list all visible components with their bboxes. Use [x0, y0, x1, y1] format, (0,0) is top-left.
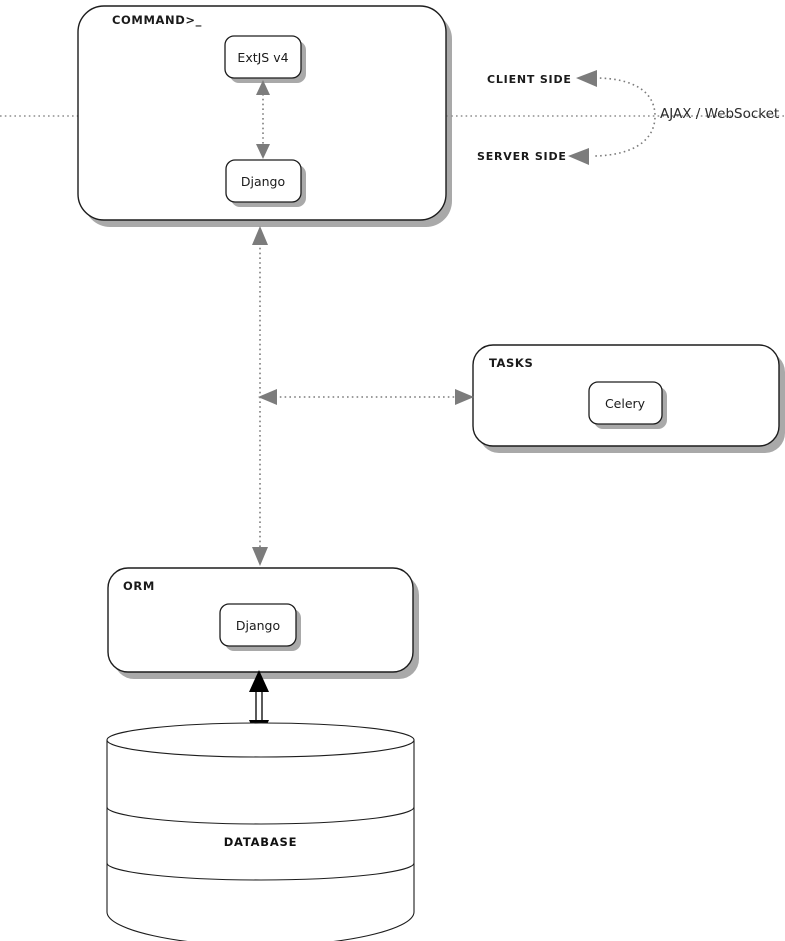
command-container-label: COMMAND>_ — [112, 13, 202, 28]
connector-ajax-websocket — [568, 70, 656, 165]
command-container[interactable]: COMMAND>_ — [77, 5, 452, 227]
node-extjs[interactable]: ExtJS v4 — [224, 35, 306, 83]
arrowhead-down-orm — [252, 547, 268, 566]
arrowhead-down-django — [256, 144, 270, 159]
arrowhead-client-side — [576, 70, 597, 87]
node-celery-label: Celery — [605, 396, 646, 411]
node-django-web-body — [225, 159, 302, 203]
database-cylinder-body — [106, 739, 415, 941]
command-container-body — [77, 5, 447, 221]
database-cylinder[interactable]: DATABASE — [106, 722, 415, 941]
database-label: DATABASE — [224, 835, 298, 849]
arrowhead-left-bus — [258, 389, 277, 405]
node-celery[interactable]: Celery — [588, 381, 667, 429]
database-band-divider-2 — [106, 862, 415, 881]
arrowhead-up-command — [252, 226, 268, 245]
connector-extjs-django — [256, 80, 270, 159]
node-celery-body — [588, 381, 663, 425]
node-django-orm-body — [219, 603, 297, 647]
node-extjs-body — [224, 35, 302, 79]
arrowhead-right-tasks — [455, 389, 474, 405]
client-side-label: CLIENT SIDE — [487, 73, 572, 86]
tasks-container-label: TASKS — [489, 356, 533, 370]
server-side-label: SERVER SIDE — [477, 150, 567, 163]
protocol-label: AJAX / WebSocket — [660, 106, 779, 122]
arrowhead-up-extjs — [256, 80, 270, 95]
database-cylinder-top — [106, 722, 415, 758]
arrowhead-server-side — [568, 148, 589, 165]
connector-command-orm — [252, 226, 268, 566]
orm-container-label: ORM — [123, 579, 155, 593]
node-django-orm-label: Django — [236, 618, 280, 633]
connector-tasks — [258, 389, 474, 405]
node-django-orm[interactable]: Django — [219, 603, 301, 651]
arrowhead-up-orm-db — [249, 670, 269, 692]
node-django-web-label: Django — [241, 174, 285, 189]
database-band-divider-1 — [106, 806, 415, 825]
node-extjs-label: ExtJS v4 — [237, 50, 288, 65]
node-django-web[interactable]: Django — [225, 159, 306, 207]
